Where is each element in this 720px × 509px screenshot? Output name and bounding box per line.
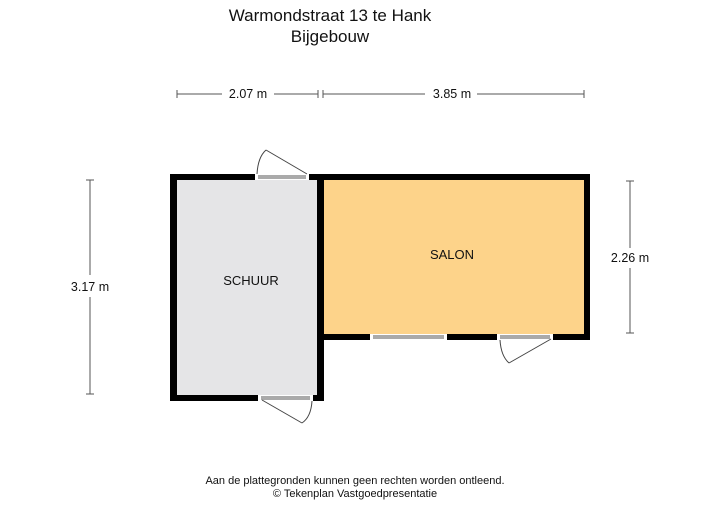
disclaimer-text: Aan de plattegronden kunnen geen rechten… (205, 475, 505, 487)
room-label-schuur: SCHUUR (223, 273, 279, 288)
walls (170, 174, 590, 401)
dimension-label-left: 3.17 m (71, 280, 109, 294)
plan-title: Warmondstraat 13 te Hank (228, 6, 432, 25)
dimension-label-right: 2.26 m (611, 251, 649, 265)
copyright-text: © Tekenplan Vastgoedpresentatie (272, 488, 438, 500)
door-salon (497, 334, 553, 364)
room-schuur (172, 175, 323, 400)
room-salon (318, 175, 589, 338)
plan-subtitle: Bijgebouw (290, 27, 370, 46)
window-salon (370, 334, 447, 340)
dimension-left (86, 179, 94, 395)
dimension-label-top-right: 3.85 m (433, 87, 471, 101)
door-schuur-bottom (258, 395, 313, 424)
dimension-top-right (322, 90, 585, 98)
door-schuur-top (255, 149, 309, 180)
dimension-right (626, 180, 634, 334)
room-label-salon: SALON (430, 247, 474, 262)
dimension-label-top-left: 2.07 m (229, 87, 267, 101)
dimension-top-left (176, 90, 319, 98)
